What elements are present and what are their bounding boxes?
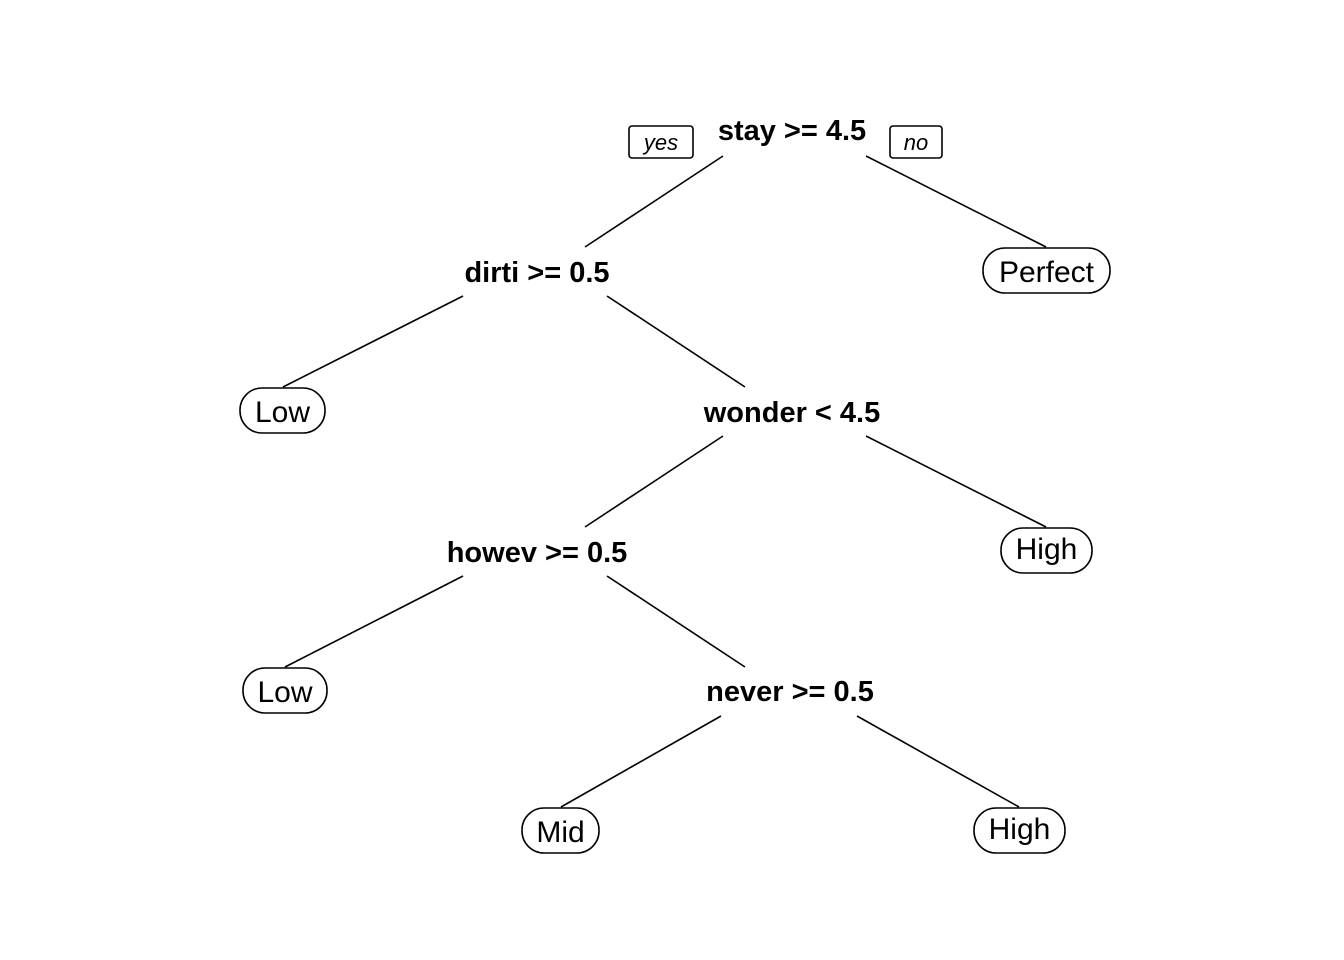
svg-text:yes: yes [642, 130, 678, 155]
edge-wonder-to-howev [584, 435, 724, 528]
edge-never-to-high [856, 715, 1020, 808]
svg-text:Low: Low [257, 676, 312, 709]
split-node-wonder: wonder < 4.5 [703, 397, 880, 429]
leaf-node-high-2: High [973, 807, 1066, 854]
leaf-node-perfect: Perfect [982, 247, 1111, 294]
edge-dirti-to-low [282, 295, 464, 388]
branch-label-yes: yes [628, 125, 694, 159]
svg-text:Low: Low [255, 396, 310, 429]
leaf-node-low-2: Low [242, 667, 328, 714]
split-node-dirti: dirti >= 0.5 [464, 257, 609, 289]
edge-stay-to-perfect [865, 155, 1047, 248]
split-node-howev: howev >= 0.5 [447, 537, 628, 569]
edge-never-to-mid [560, 715, 722, 808]
leaf-node-high-1: High [1000, 527, 1093, 574]
svg-text:Perfect: Perfect [999, 256, 1095, 289]
split-node-never: never >= 0.5 [706, 676, 874, 708]
svg-text:High: High [1016, 533, 1078, 566]
edge-howev-to-low [284, 575, 464, 668]
svg-text:no: no [904, 130, 928, 155]
branch-label-no: no [889, 125, 943, 159]
tree-edges [282, 155, 1047, 808]
svg-text:Mid: Mid [536, 816, 584, 849]
edge-howev-to-never [606, 575, 746, 668]
edge-stay-to-dirti [584, 155, 724, 248]
edge-dirti-to-wonder [606, 295, 746, 388]
leaf-node-low-1: Low [239, 387, 326, 434]
leaf-node-mid: Mid [521, 807, 600, 854]
split-node-stay: stay >= 4.5 [718, 115, 866, 147]
edge-wonder-to-high [865, 435, 1047, 528]
svg-text:High: High [989, 813, 1051, 846]
